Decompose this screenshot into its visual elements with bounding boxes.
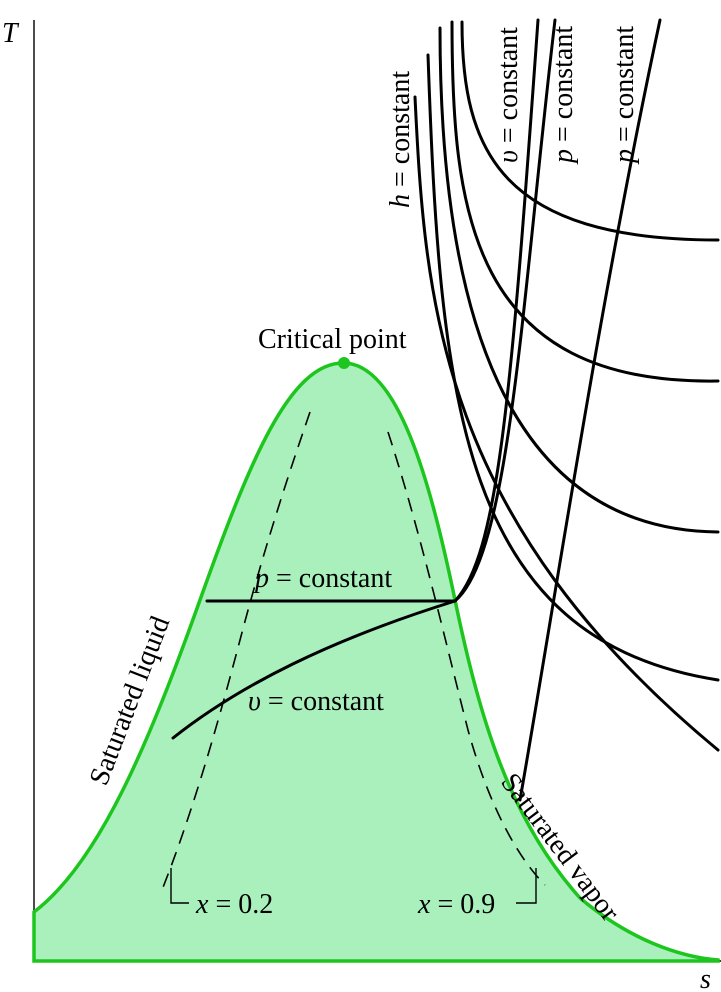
v-constant-top-label: υ = constant — [493, 27, 524, 163]
x-0.9-leader — [516, 868, 537, 904]
p-symbol-top-1: p — [548, 149, 579, 165]
p-constant-inside-label: p = constant — [253, 563, 392, 594]
v-constant-line-inside-dome — [171, 599, 457, 740]
v-constant-inside-text: = constant — [268, 686, 384, 717]
p-constant-inside-text: = constant — [276, 563, 392, 594]
h-constant-curve-1 — [413, 95, 720, 752]
h-constant-curve-2 — [426, 53, 720, 682]
p-constant-top-1-text: = constant — [548, 26, 579, 142]
x-0.9-value: = 0.9 — [437, 889, 495, 920]
x-symbol-low: x — [195, 889, 209, 920]
v-symbol-top: υ — [493, 150, 524, 163]
saturation-dome — [32, 361, 720, 963]
p-constant-curve-top-1 — [453, 18, 557, 603]
h-constant-curve-3 — [438, 26, 720, 534]
h-constant-text: = constant — [385, 71, 416, 187]
h-constant-label: h = constant — [385, 71, 416, 208]
x-0.2-label: x = 0.2 — [195, 889, 273, 920]
critical-point-marker — [338, 357, 350, 369]
quality-line-x-0.9 — [387, 431, 546, 886]
x-0.2-value: = 0.2 — [215, 889, 273, 920]
x-symbol-high: x — [417, 889, 431, 920]
v-constant-curve-top — [453, 18, 540, 603]
h-constant-curve-5 — [460, 20, 720, 242]
p-constant-top-2-text: = constant — [609, 26, 640, 142]
critical-point-label: Critical point — [258, 324, 407, 355]
v-constant-inside-label: υ = constant — [248, 686, 384, 717]
h-constant-curve-4 — [450, 20, 720, 383]
y-axis-label: T — [2, 18, 20, 49]
p-constant-top-1-label: p = constant — [548, 26, 579, 165]
x-0.9-label: x = 0.9 — [417, 889, 495, 920]
p-symbol-top-2: p — [609, 149, 640, 165]
p-constant-top-2-label: p = constant — [609, 26, 640, 165]
quality-line-x-0.2 — [159, 411, 311, 896]
v-symbol: υ — [248, 686, 261, 717]
p-symbol: p — [253, 563, 269, 594]
h-symbol: h — [385, 194, 416, 208]
v-constant-top-text: = constant — [493, 27, 524, 143]
x-0.2-leader — [170, 868, 189, 904]
p-constant-curve-top-2 — [518, 18, 662, 802]
x-axis-label: s — [700, 964, 711, 992]
